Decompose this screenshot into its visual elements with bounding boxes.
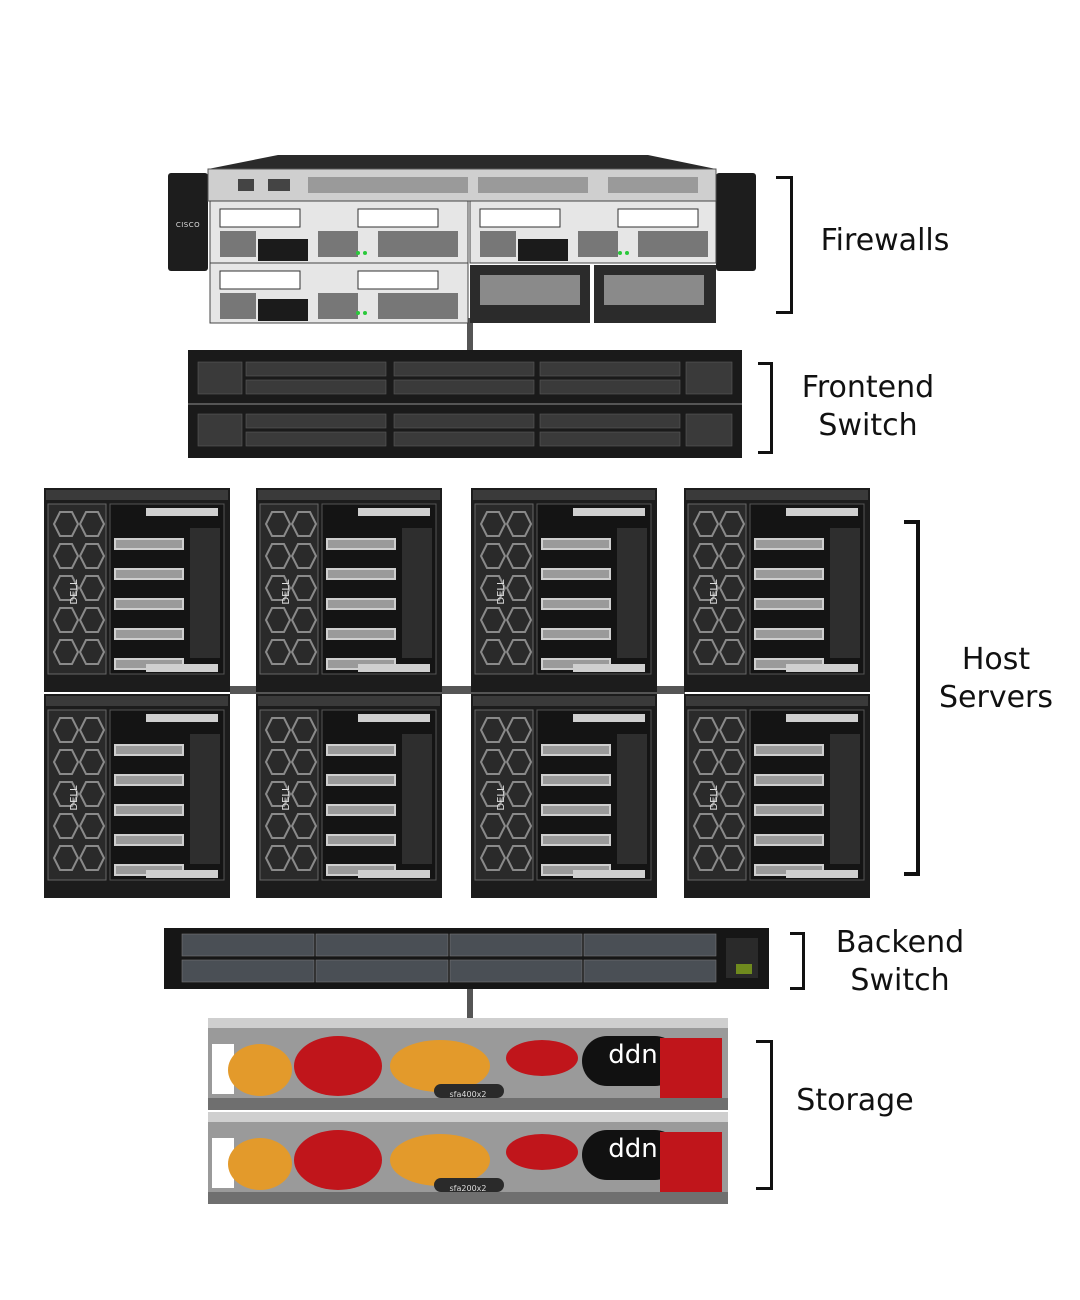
backend-switch-device [164, 928, 769, 989]
label-line: Servers [938, 680, 1053, 715]
label-line: Switch [850, 963, 950, 998]
firewall-device: CISCO [168, 155, 756, 325]
bracket-storage [756, 1040, 773, 1190]
host-server-unit: DELL [471, 694, 657, 898]
dell-logo-text: DELL [496, 579, 507, 605]
label-storage: Storage [780, 1082, 930, 1120]
storage-unit [208, 1018, 728, 1110]
host-server-unit: DELL [684, 694, 870, 898]
dell-logo-text: DELL [281, 785, 292, 811]
label-firewalls: Firewalls [800, 222, 970, 260]
dell-logo-text: DELL [69, 785, 80, 811]
label-line: Host [961, 642, 1031, 677]
host-server-unit: DELL [471, 488, 657, 692]
frontend-switch-device [188, 350, 742, 458]
host-server-unit: DELL [684, 488, 870, 692]
storage-logo-top: ddn [608, 1040, 658, 1070]
bracket-backend-switch [790, 932, 805, 990]
storage-unit [208, 1112, 728, 1204]
host-server-grid: DELL DELL DELL DELL DELL DELL DELL DELL [44, 488, 870, 898]
bracket-firewalls [776, 176, 793, 314]
storage-model-bottom: sfa200x2 [449, 1184, 487, 1193]
connector-servers-horizontal [230, 686, 685, 694]
label-line: Frontend [801, 370, 935, 405]
dell-logo-text: DELL [69, 579, 80, 605]
label-line: Backend [835, 925, 965, 960]
label-line: Firewalls [820, 223, 950, 258]
connector-firewall-frontend [467, 318, 473, 354]
connector-backend-storage [467, 988, 473, 1020]
host-server-unit: DELL [256, 488, 442, 692]
storage-logo-bottom: ddn [608, 1134, 658, 1164]
storage-model-top: sfa400x2 [449, 1090, 487, 1099]
label-backend-switch: Backend Switch [820, 924, 980, 1000]
host-server-unit: DELL [44, 488, 230, 692]
bracket-frontend-switch [758, 362, 773, 454]
label-host-servers: Host Servers [926, 641, 1066, 717]
host-server-unit: DELL [256, 694, 442, 898]
dell-logo-text: DELL [496, 785, 507, 811]
label-frontend-switch: Frontend Switch [788, 369, 948, 445]
host-server-unit: DELL [44, 694, 230, 898]
label-line: Switch [818, 408, 918, 443]
storage-device: ddn ddn sfa400x2 sfa200x2 [208, 1018, 728, 1204]
cisco-logo-text: CISCO [175, 221, 201, 229]
label-line: Storage [796, 1083, 914, 1118]
dell-logo-text: DELL [709, 579, 720, 605]
dell-logo-text: DELL [281, 579, 292, 605]
bracket-host-servers [904, 520, 920, 876]
dell-logo-text: DELL [709, 785, 720, 811]
